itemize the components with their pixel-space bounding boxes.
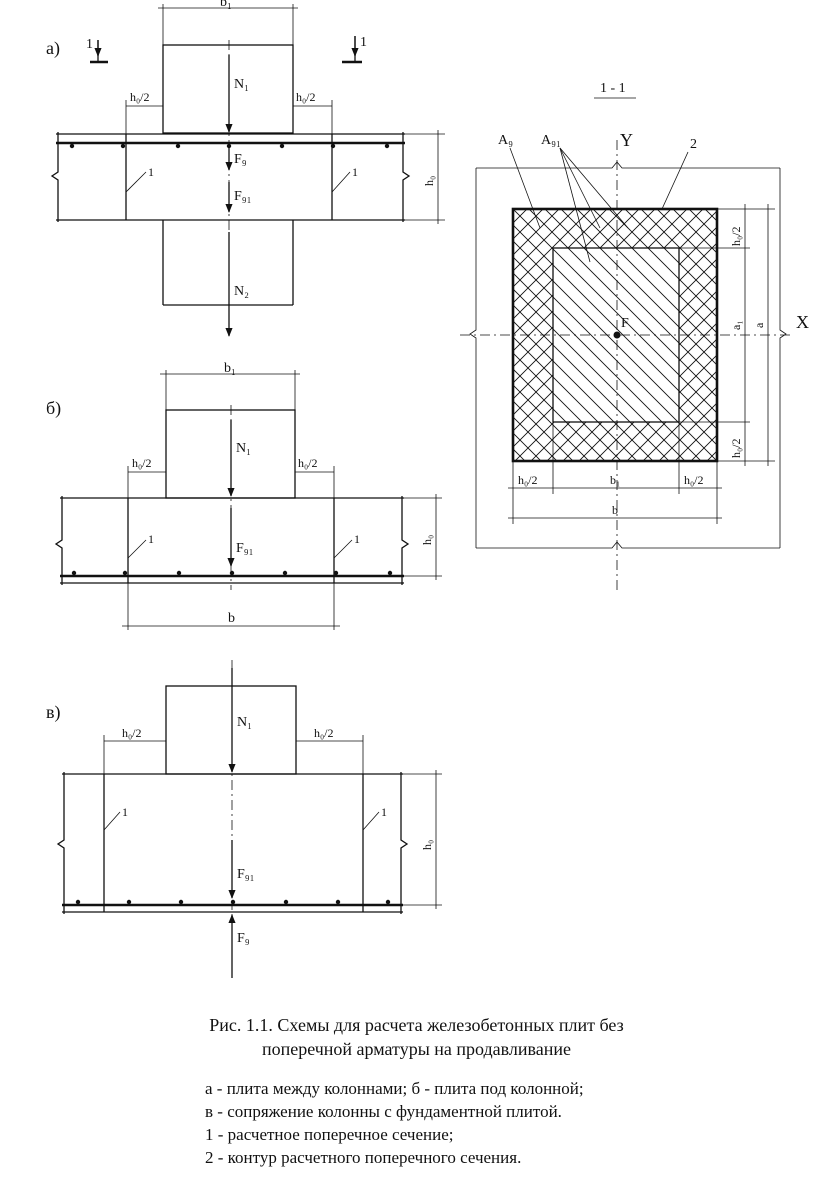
section-mark-left-label: 1 <box>86 37 93 52</box>
center-point <box>613 331 621 339</box>
legend-item: 2 - контур расчетного поперечного сечени… <box>205 1148 522 1167</box>
figure-legend: а - плита между колоннами; б - плита под… <box>205 1077 584 1169</box>
dim-a-label: a <box>752 322 766 328</box>
panel-v-column <box>165 685 297 775</box>
dim-h0-half-left: h₀/2 <box>518 473 538 487</box>
panel-b-b-label: b <box>228 611 235 626</box>
panel-v-h0-label: h₀ <box>420 840 434 850</box>
punching-shear-figure: а) 1 1 b₁ h₀/2 h₀/2 <box>46 0 809 978</box>
panel-b-callout-right: 1 <box>354 532 360 546</box>
contour-outer <box>511 207 719 463</box>
panel-b-n1-label: N₁ <box>236 441 251 456</box>
panel-a-fq1-label: F₉₁ <box>234 189 252 204</box>
panel-v-tag: в) <box>46 702 61 723</box>
panel-b-h0-label: h₀ <box>420 535 434 545</box>
section-mark-left: 1 <box>86 37 108 64</box>
panel-a-h0-half-right: h₀/2 <box>296 90 316 104</box>
panel-a-tag: а) <box>46 38 60 59</box>
panel-a-n1-label: N₁ <box>234 77 249 92</box>
contour-callout-label: 2 <box>690 137 697 152</box>
area-aq1-label: A₉₁ <box>541 133 561 148</box>
panel-v-fq1-label: F₉₁ <box>237 867 255 882</box>
section-mark-right: 1 <box>342 35 367 64</box>
panel-a-callout-left: 1 <box>148 165 154 179</box>
dim-h0-half-top: h₀/2 <box>729 226 743 246</box>
legend-item: в - сопряжение колонны с фундаментной пл… <box>205 1102 562 1121</box>
panel-a-upper-column <box>162 44 294 134</box>
panel-a-n2-label: N₂ <box>234 284 249 299</box>
column-footprint <box>552 247 680 423</box>
panel-v-callout-right: 1 <box>381 805 387 819</box>
panel-v-fq-label: F₉ <box>237 931 250 946</box>
caption-line-1: Рис. 1.1. Схемы для расчета железобетонн… <box>209 1015 624 1035</box>
axis-x-label: X <box>796 312 809 332</box>
caption-line-2: поперечной арматуры на продавливание <box>261 1039 572 1059</box>
panel-b-h0-half-left: h₀/2 <box>132 456 152 470</box>
dim-b1-label: b₁ <box>610 473 620 487</box>
area-aq-label: A₉ <box>498 133 513 148</box>
panel-b-b1-label: b₁ <box>224 361 236 376</box>
section-title: 1 - 1 <box>600 81 626 96</box>
dim-a1-label: a₁ <box>729 320 743 330</box>
dim-h0-half-bottom: h₀/2 <box>729 438 743 458</box>
panel-b: б) b₁ h₀/2 h₀/2 h₀ <box>46 361 442 630</box>
panel-b-fq1-label: F₉₁ <box>236 541 254 556</box>
section-mark-right-label: 1 <box>360 35 367 50</box>
panel-v-n1-label: N₁ <box>237 715 252 730</box>
panel-a-callout-right: 1 <box>352 165 358 179</box>
panel-a-slab <box>50 132 411 222</box>
panel-v: в) h₀/2 h₀/2 h₀ 1 1 <box>46 660 442 978</box>
panel-v-slab <box>56 772 409 914</box>
panel-a-fq-label: F₉ <box>234 152 247 167</box>
panel-b-callout-left: 1 <box>148 532 154 546</box>
section-1-1: 1 - 1 Y X F A₉ A₉₁ 2 <box>460 81 809 590</box>
axis-y-label: Y <box>620 130 633 150</box>
panel-b-h0-half-right: h₀/2 <box>298 456 318 470</box>
panel-a: а) 1 1 b₁ h₀/2 h₀/2 <box>46 0 445 340</box>
panel-v-h0-half-right: h₀/2 <box>314 726 334 740</box>
panel-v-h0-half-left: h₀/2 <box>122 726 142 740</box>
panel-a-b1-label: b₁ <box>220 0 232 10</box>
dim-h0-half-right: h₀/2 <box>684 473 704 487</box>
panel-v-callout-left: 1 <box>122 805 128 819</box>
center-label: F <box>621 316 629 331</box>
panel-b-tag: б) <box>46 398 61 419</box>
panel-a-h0-label: h₀ <box>422 176 436 186</box>
panel-a-h0-half-left: h₀/2 <box>130 90 150 104</box>
dim-b-label: b <box>612 503 618 517</box>
legend-item: а - плита между колоннами; б - плита под… <box>205 1079 584 1098</box>
legend-item: 1 - расчетное поперечное сечение; <box>205 1125 454 1144</box>
figure-caption: Рис. 1.1. Схемы для расчета железобетонн… <box>0 1013 833 1061</box>
